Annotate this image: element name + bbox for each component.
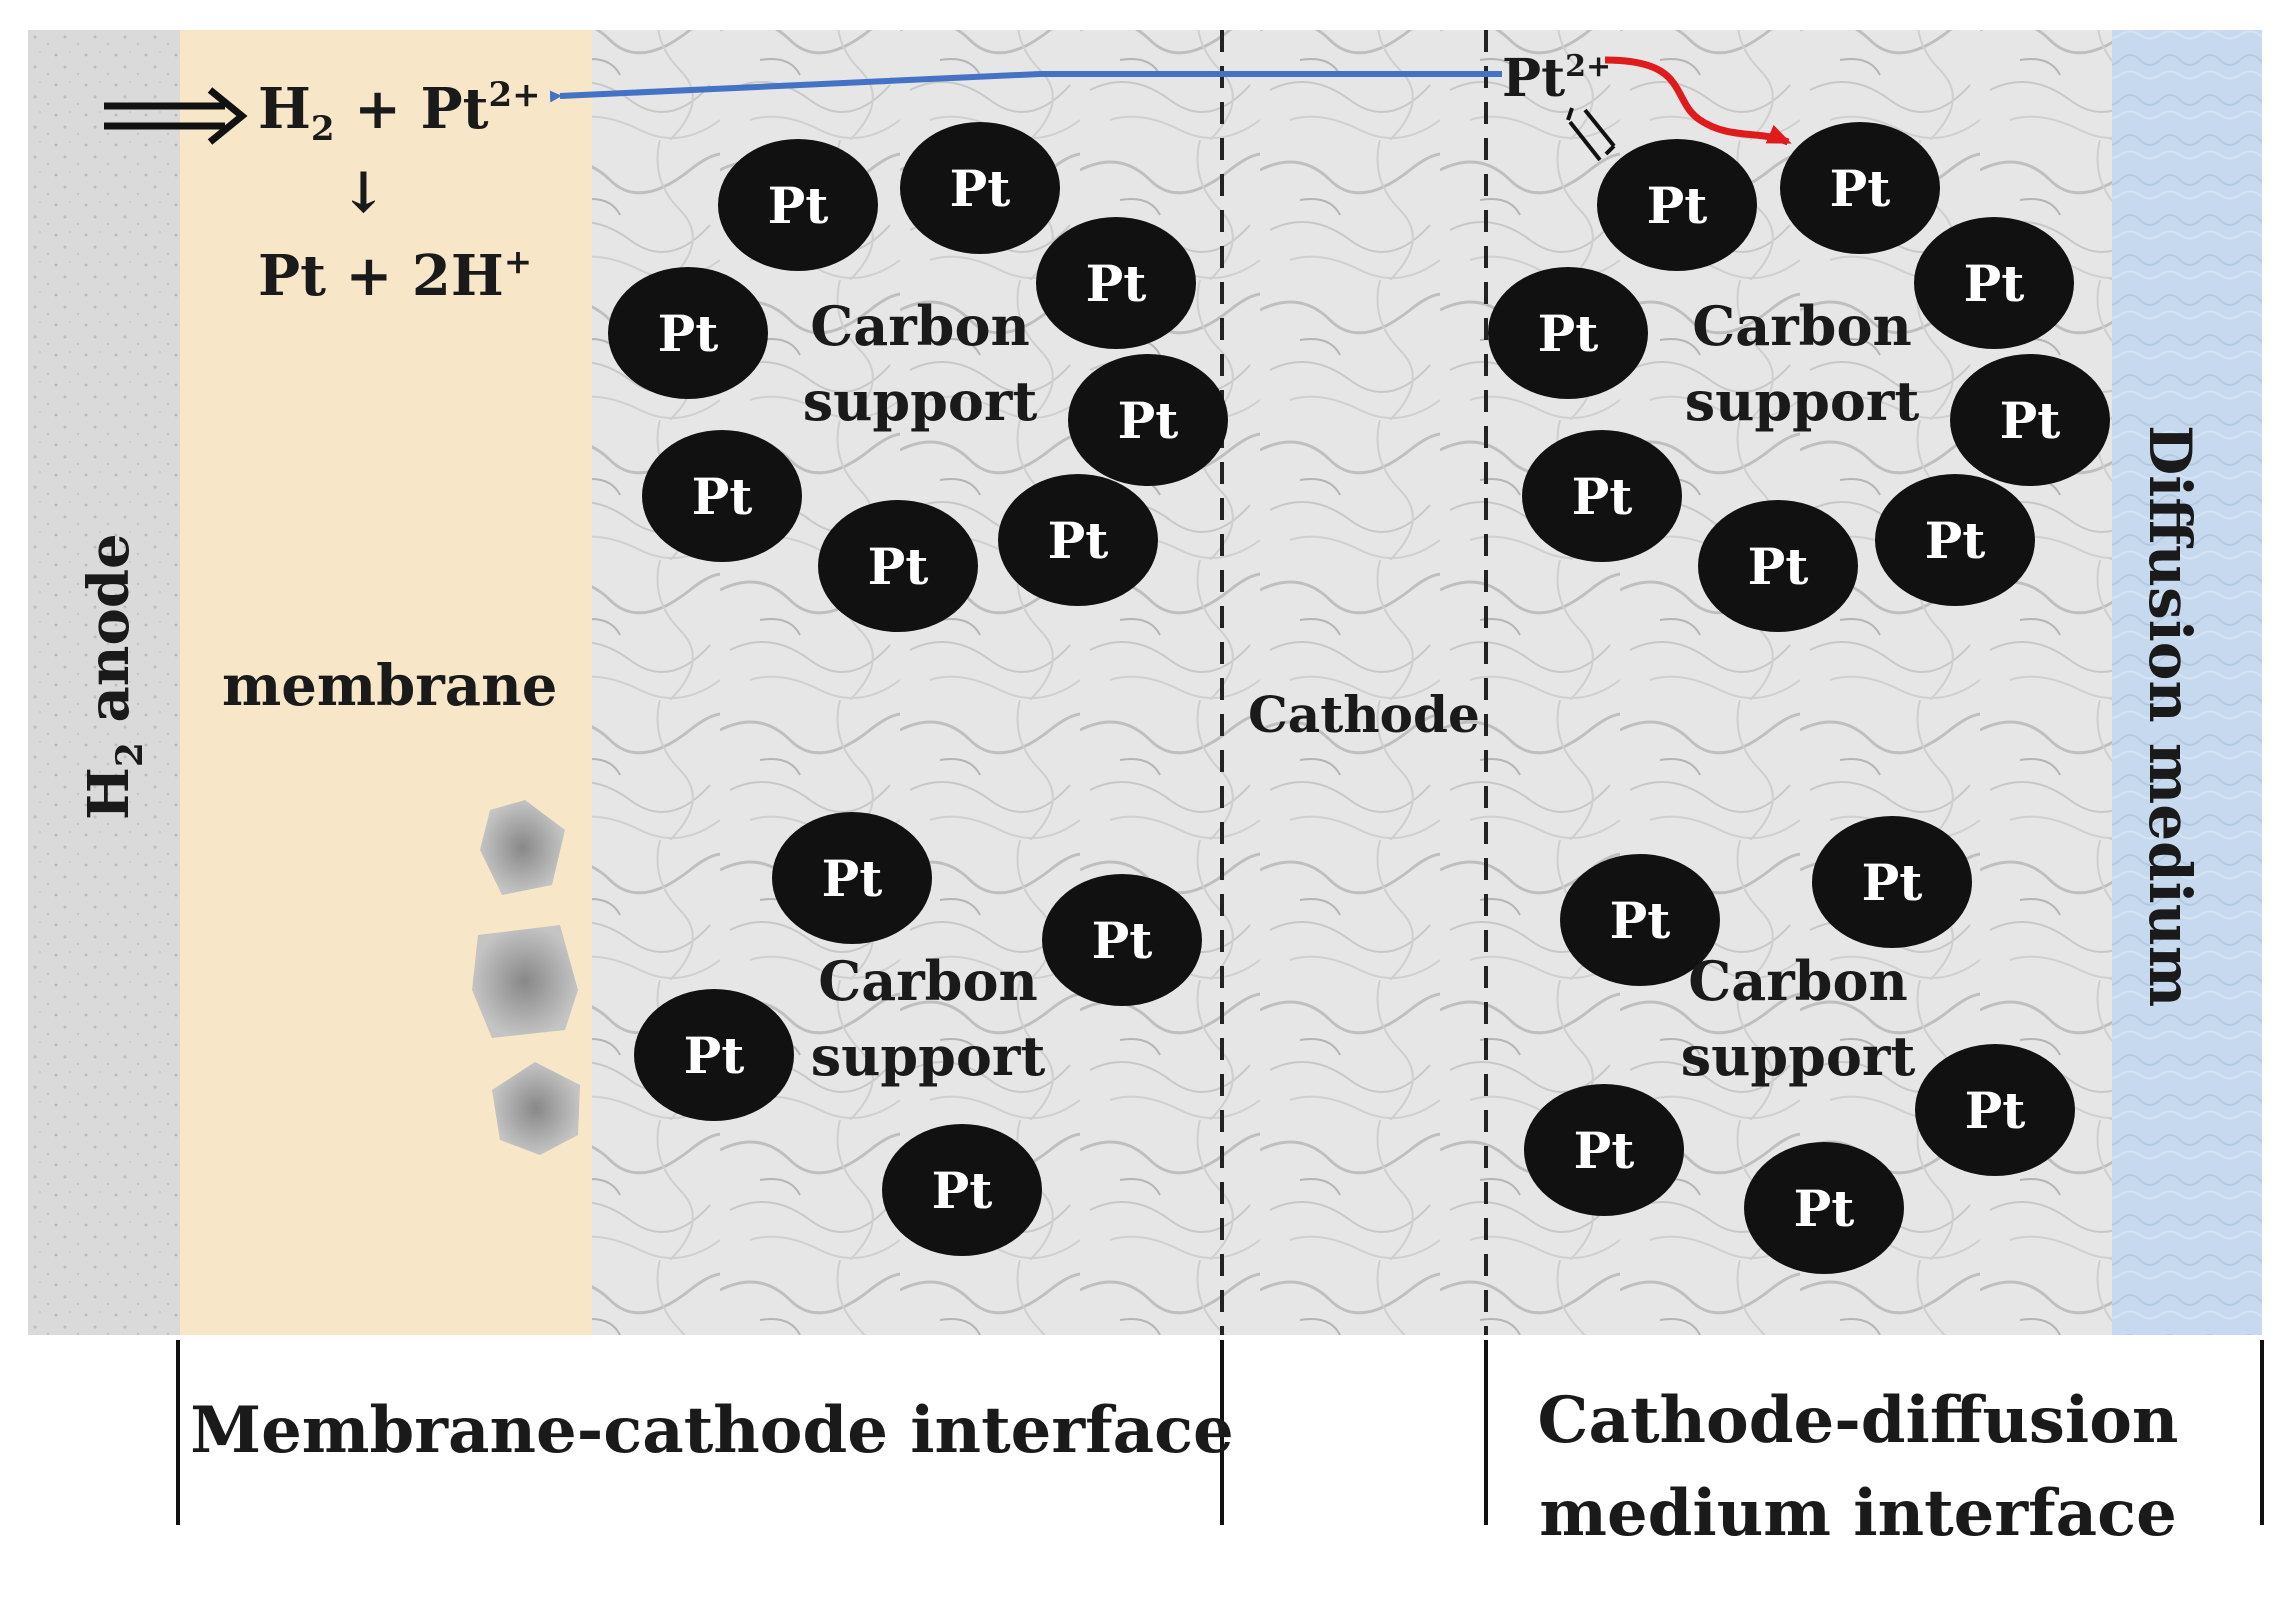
pt-particle-label: Pt [1118,391,1179,450]
pt-particle: Pt [1698,500,1858,632]
pt-particle-label: Pt [1092,911,1153,970]
carbon-support-labels: CarbonsupportCarbonsupportCarbonsupportC… [803,294,1920,1088]
pt-particle: Pt [1780,122,1940,254]
pt-particle: Pt [1950,354,2110,486]
pt-particle-label: Pt [1830,159,1891,218]
pt-particle-label: Pt [2000,391,2061,450]
pt-particle-label: Pt [1748,537,1809,596]
membrane-cathode-interface-label: Membrane-cathode interface [190,1393,1234,1468]
pt-particle: Pt [1597,139,1757,271]
carbon-support-label-line1: Carbon [1692,294,1911,358]
pt-ion-label: Pt2+ [1502,48,1611,109]
pt-particle-label: Pt [1086,254,1147,313]
pt-particle-label: Pt [1647,176,1708,235]
pt-particle-label: Pt [1964,254,2025,313]
red-redeposition-arrow [1604,56,1792,146]
pt-particle: Pt [1560,854,1720,986]
reaction-line-1: H2 + Pt2+ [258,75,541,149]
pt-particle-label: Pt [768,176,829,235]
pt-particle: Pt [1036,217,1196,349]
carbon-support-label-line2: support [803,369,1038,433]
pt-particle-label: Pt [1610,891,1671,950]
pt-particle: Pt [608,267,768,399]
hexagon-particle [492,1062,580,1155]
cathode-diffusion-interface-label-1: Cathode-diffusion [1538,1383,2179,1458]
pt-particle: Pt [1488,267,1648,399]
pt-particle-label: Pt [1538,304,1599,363]
pt-particle: Pt [1744,1142,1904,1274]
reaction-line-2: Pt + 2H+ [258,242,532,309]
reaction-down-arrow: ↓ [340,160,387,226]
carbon-support-label-line1: Carbon [1688,949,1907,1013]
pt-particle: Pt [1524,1084,1684,1216]
hexagon-particle [480,800,565,895]
anode-region [28,30,180,1335]
pt-particle-label: Pt [1965,1081,2026,1140]
anode-label: H2 anode [76,533,151,820]
pt-particle-label: Pt [1862,853,1923,912]
equilibrium-arrows-icon [1566,107,1616,162]
blue-migration-arrow [549,71,1502,103]
pt-particle-label: Pt [932,1161,993,1220]
double-arrow-icon [104,87,248,145]
pt-particle-label: Pt [1794,1179,1855,1238]
carbon-support-label-line2: support [1685,369,1920,433]
cathode-diffusion-interface-label-2: medium interface [1539,1476,2177,1551]
pt-particle: Pt [1875,474,2035,606]
pt-particle-label: Pt [1574,1121,1635,1180]
pt-particle: Pt [900,122,1060,254]
pt-particle: Pt [1042,874,1202,1006]
pt-particle: Pt [1812,816,1972,948]
hexagon-particle [472,925,578,1038]
pt-particle: Pt [1522,430,1682,562]
pt-particle: Pt [882,1124,1042,1256]
pt-particle: Pt [718,139,878,271]
pt-particle-label: Pt [658,304,719,363]
diffusion-label: Diffusion medium [2136,425,2204,1007]
membrane-label: membrane [222,653,557,719]
pt-particle: Pt [642,430,802,562]
pt-particle: Pt [1915,1044,2075,1176]
pt-particle-label: Pt [868,537,929,596]
pt-particle-label: Pt [950,159,1011,218]
carbon-support-label-line1: Carbon [818,949,1037,1013]
pt-particle: Pt [1068,354,1228,486]
carbon-support-label-line1: Carbon [810,294,1029,358]
carbon-support-label-line2: support [1681,1024,1916,1088]
pt-particle-label: Pt [684,1026,745,1085]
pt-particle-label: Pt [1572,467,1633,526]
pt-particle-label: Pt [822,849,883,908]
diffusion-region [2112,30,2262,1335]
pt-particle-label: Pt [692,467,753,526]
cathode-label: Cathode [1248,685,1480,744]
pt-particle: Pt [998,474,1158,606]
pt-particle-label: Pt [1048,511,1109,570]
pt-particle-label: Pt [1925,511,1986,570]
pt-particle: Pt [772,812,932,944]
carbon-support-label-line2: support [811,1024,1046,1088]
pt-particle: Pt [1914,217,2074,349]
pt-particle: Pt [818,500,978,632]
pt-particle: Pt [634,989,794,1121]
